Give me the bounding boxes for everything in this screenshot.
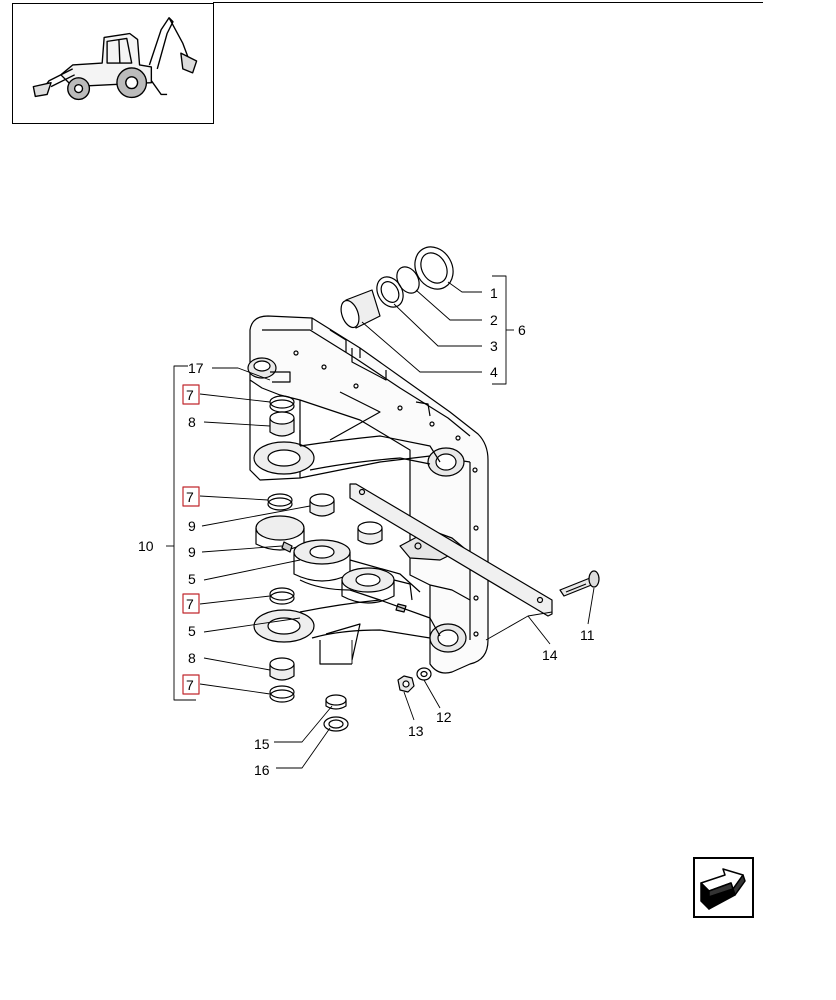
model-thumbnail: [12, 3, 214, 124]
callout-13: 13: [408, 723, 424, 739]
callout-15: 15: [254, 736, 270, 752]
part-13-nut: [397, 675, 415, 693]
callout-7-upper: 7: [186, 387, 194, 403]
callout-8-upper: 8: [188, 414, 196, 430]
callout-4: 4: [490, 364, 498, 380]
part-15-washer: [325, 694, 347, 710]
part-1-seal-ring: [414, 246, 454, 290]
part-7-shim-upper: [269, 395, 295, 413]
callout-5-b: 5: [188, 623, 196, 639]
callout-10: 10: [138, 538, 154, 554]
next-page-button[interactable]: [693, 857, 754, 918]
part-9-bushing-b: [357, 521, 383, 545]
next-page-arrow-icon: [700, 868, 746, 910]
callout-8-lower: 8: [188, 650, 196, 666]
part-12-washer: [416, 667, 432, 681]
callout-7-low: 7: [186, 596, 194, 612]
callout-9-b: 9: [188, 544, 196, 560]
callout-7-mid: 7: [186, 489, 194, 505]
part-7-shim-bottom: [269, 685, 295, 703]
part-2-o-ring: [396, 266, 420, 294]
callout-7-bottom: 7: [186, 677, 194, 693]
middle-arm-assembly: [255, 515, 421, 613]
callout-labels: 1 2 3 4 6 17 7 8 7 9 10 9 5 7 5 8 7 15 1…: [138, 285, 595, 778]
swing-frame-casting: [247, 315, 489, 674]
callout-9-a: 9: [188, 518, 196, 534]
part-11-bolt: [559, 570, 600, 597]
highlight-boxes: [182, 384, 200, 695]
callout-14: 14: [542, 647, 558, 663]
part-9-bushing-a: [309, 493, 335, 517]
callout-5-a: 5: [188, 571, 196, 587]
callout-16: 16: [254, 762, 270, 778]
leader-lines: [166, 275, 595, 769]
callout-17: 17: [188, 360, 204, 376]
callout-1: 1: [490, 285, 498, 301]
callout-2: 2: [490, 312, 498, 328]
header-rule: [213, 2, 763, 3]
part-8-bushing-upper: [269, 411, 295, 437]
part-7-shim-mid: [267, 493, 293, 511]
part-3-seal: [376, 276, 404, 308]
part-7-shim-low: [269, 587, 295, 605]
part-4-bushing: [340, 289, 381, 329]
callout-3: 3: [490, 338, 498, 354]
backhoe-loader-icon: [32, 17, 198, 101]
callout-6: 6: [518, 322, 526, 338]
part-14-flat-bar: [349, 483, 553, 617]
upper-swing-link: [253, 391, 441, 475]
part-8-bushing-lower: [269, 657, 295, 681]
callout-11: 11: [580, 627, 595, 643]
part-16-seal: [323, 716, 349, 732]
lower-swing-link: [253, 599, 441, 665]
callout-12: 12: [436, 709, 452, 725]
